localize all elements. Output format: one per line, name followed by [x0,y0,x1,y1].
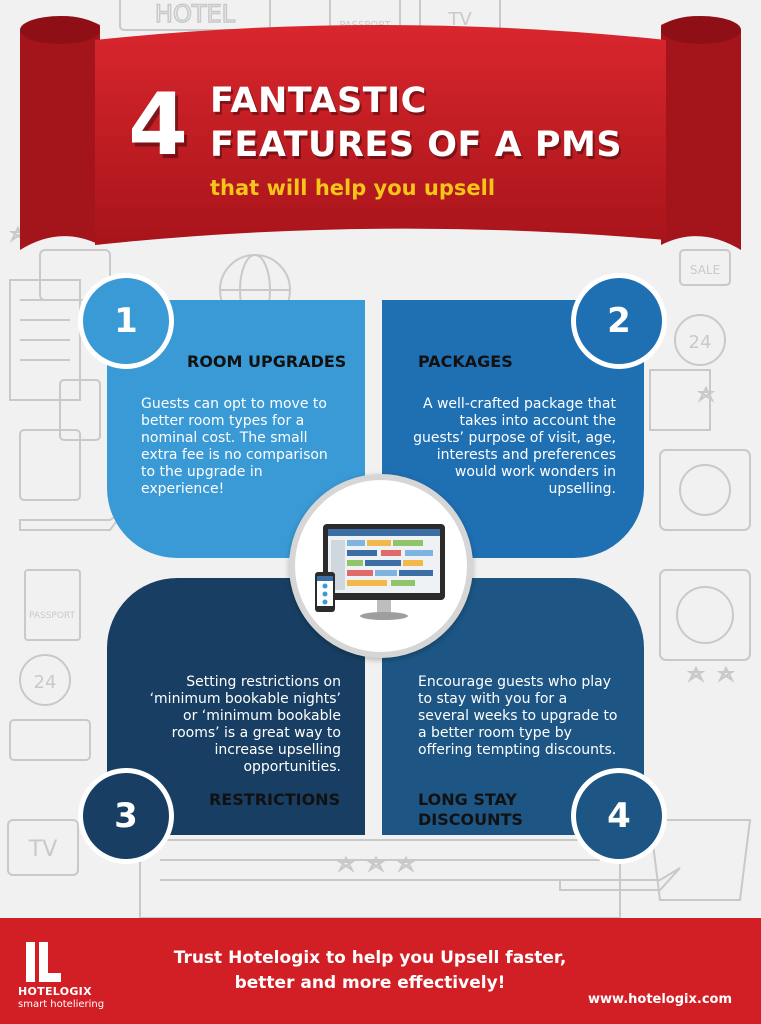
logo-tagline: smart hoteliering [18,999,105,1010]
logo-name: HOTELOGIX [18,985,92,998]
subtitle: that will help you upsell [210,176,496,200]
feature-text-long-stay-discounts: Encourage guests who play to stay with y… [418,674,618,758]
website-link[interactable]: www.hotelogix.com [588,992,733,1007]
feature-text-restrictions: Setting restrictions on ‘minimum bookabl… [149,674,341,775]
title-line-1: FANTASTIC [210,81,427,121]
hotelogix-logo-icon [26,942,61,982]
feature-heading-long-stay-line1: LONG STAY [418,790,517,809]
svg-text:TV: TV [28,837,58,862]
svg-text:SALE: SALE [690,263,720,277]
feature-text-room-upgrades: Guests can opt to move to better room ty… [141,396,328,497]
feature-heading-room-upgrades: ROOM UPGRADES [187,352,347,371]
footer-tagline-line-2: better and more effectively! [234,973,506,993]
feature-number-2: 2 [571,273,667,369]
hotel-doodle-text: HOTEL [155,0,236,28]
svg-text:24: 24 [689,332,712,353]
title-number: 4 [128,75,188,175]
feature-heading-restrictions: RESTRICTIONS [209,790,341,809]
feature-number-4: 4 [571,768,667,864]
feature-text-packages: A well-crafted package that takes into a… [413,396,616,497]
footer-tagline: Trust Hotelogix to help you Upsell faste… [150,946,590,996]
footer-bar [0,918,761,1024]
center-device-circle [289,474,473,658]
title-ribbon [20,16,741,250]
svg-text:TV: TV [447,9,472,30]
feature-heading-long-stay-line2: DISCOUNTS [418,810,523,829]
feature-number-1: 1 [78,273,174,369]
title-line-2: FEATURES OF A PMS [210,125,623,165]
feature-heading-packages: PACKAGES [418,352,513,371]
svg-text:PASSPORT: PASSPORT [29,611,76,621]
svg-text:24: 24 [34,672,57,693]
feature-number-3: 3 [78,768,174,864]
pms-devices-illustration [315,524,445,620]
footer-tagline-line-1: Trust Hotelogix to help you Upsell faste… [173,948,567,968]
